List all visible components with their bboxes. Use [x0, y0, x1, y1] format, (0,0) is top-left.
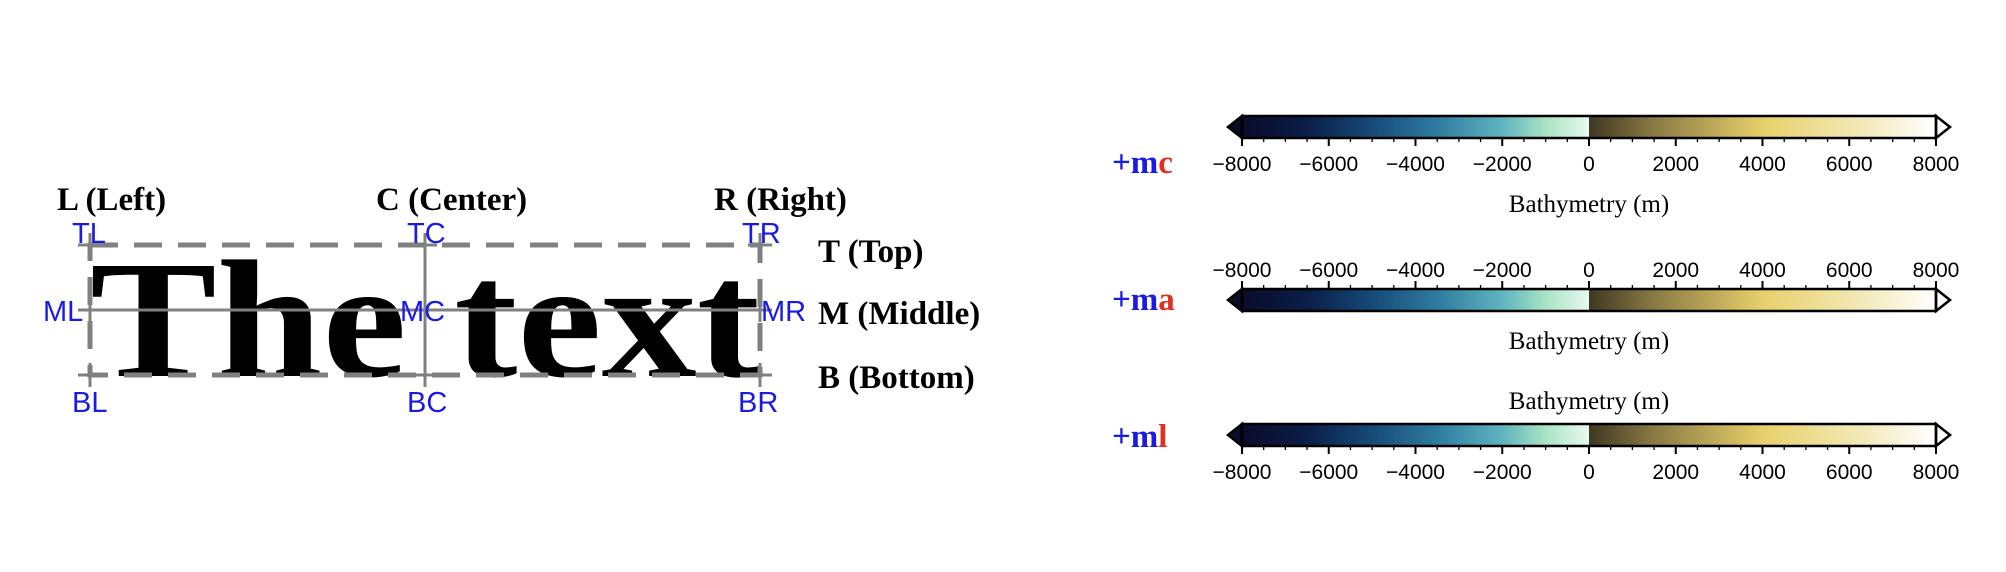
label-right: R (Right) — [714, 182, 847, 218]
colorbar-tick-label: −6000 — [1299, 461, 1358, 484]
colorbar-tick-label: −2000 — [1473, 153, 1532, 176]
colorbar-gradient — [1242, 424, 1936, 446]
colorbar-tick-label: −6000 — [1299, 153, 1358, 176]
colorbar-tick-label: 0 — [1583, 259, 1595, 282]
colorbar-tick-label: −8000 — [1213, 259, 1272, 282]
colorbar-gradient — [1242, 116, 1936, 138]
colorbar-ma: +ma −8000 −6000 −4000 −2000 0 2000 4000 6000 800… — [1112, 259, 1959, 355]
anchor-mc: MC — [400, 296, 445, 328]
colorbar-ma-bar: −8000 −6000 −4000 −2000 0 2000 4000 6000 8000 — [1213, 259, 1960, 314]
anchor-tc: TC — [407, 218, 446, 250]
anchor-crosses — [78, 233, 772, 387]
colorbar-ml-label: Bathymetry (m) — [1509, 388, 1669, 415]
anchor-panel: L (Left) C (Center) R (Right) The text T… — [43, 182, 980, 419]
colorbar-tick-label: 6000 — [1826, 461, 1873, 484]
colorbar-tick-label: 6000 — [1826, 259, 1873, 282]
colorbar-ma-label: Bathymetry (m) — [1509, 328, 1669, 355]
label-center: C (Center) — [376, 182, 527, 218]
colorbar-mc-bar: −8000 −6000 −4000 −2000 0 2000 4000 6000 8000 — [1213, 113, 1960, 176]
label-top: T (Top) — [818, 234, 923, 270]
colorbar-tick-label: 4000 — [1739, 461, 1786, 484]
colorbar-background-triangle — [1225, 113, 1244, 141]
anchor-br: BR — [738, 387, 778, 419]
anchor-tr: TR — [742, 218, 781, 250]
anchor-codes: TL TC TR ML MC MR BL BC BR — [43, 218, 806, 419]
colorbar-mc-label: Bathymetry (m) — [1509, 191, 1669, 218]
colorbar-tick-label: −2000 — [1473, 259, 1532, 282]
label-bottom: B (Bottom) — [818, 360, 975, 396]
anchor-mr: MR — [761, 296, 806, 328]
colorbar-tick-label: −6000 — [1299, 259, 1358, 282]
colorbar-foreground-triangle — [1934, 113, 1953, 141]
colorbar-background-triangle — [1225, 421, 1244, 449]
colorbar-tick-label: 2000 — [1652, 153, 1699, 176]
colorbar-ml: +ml Bathymetry (m) −8000 −6000 −4000 −2000 0… — [1112, 388, 1959, 484]
colorbar-tick-label: −4000 — [1386, 153, 1445, 176]
colorbar-tick-label: 2000 — [1652, 461, 1699, 484]
colorbar-ma-code: +ma — [1112, 282, 1175, 318]
anchor-tl: TL — [72, 218, 106, 250]
colorbar-mc-code: +mc — [1112, 145, 1173, 181]
colorbar-ml-bar: −8000 −6000 −4000 −2000 0 2000 4000 6000 8000 — [1213, 421, 1960, 484]
colorbar-tick-label: 8000 — [1913, 153, 1960, 176]
colorbar-mc: +mc −8000 −6000 −4000 −2000 0 2000 4000 6000 800… — [1112, 113, 1960, 218]
anchor-ml: ML — [43, 296, 83, 328]
colorbar-tick-label: 0 — [1583, 461, 1595, 484]
anchor-bl: BL — [72, 387, 107, 419]
anchor-bc: BC — [407, 387, 447, 419]
colorbar-tick-label: −4000 — [1386, 259, 1445, 282]
colorbar-gradient — [1242, 289, 1936, 311]
colorbar-foreground-triangle — [1934, 421, 1953, 449]
colorbar-tick-label: 6000 — [1826, 153, 1873, 176]
colorbar-ml-code: +ml — [1112, 419, 1167, 455]
colorbar-tick-label: 8000 — [1913, 461, 1960, 484]
colorbar-panel: +mc −8000 −6000 −4000 −2000 0 2000 4000 6000 800… — [1112, 113, 1960, 484]
colorbar-tick-label: 4000 — [1739, 153, 1786, 176]
label-left: L (Left) — [57, 182, 166, 218]
colorbar-tick-label: 8000 — [1913, 259, 1960, 282]
colorbar-tick-label: 0 — [1583, 153, 1595, 176]
label-middle: M (Middle) — [818, 296, 980, 332]
colorbar-tick-label: −4000 — [1386, 461, 1445, 484]
colorbar-tick-label: 4000 — [1739, 259, 1786, 282]
colorbar-tick-label: −2000 — [1473, 461, 1532, 484]
colorbar-background-triangle — [1225, 286, 1244, 314]
colorbar-tick-label: −8000 — [1213, 461, 1272, 484]
colorbar-tick-label: −8000 — [1213, 153, 1272, 176]
colorbar-foreground-triangle — [1934, 286, 1953, 314]
colorbar-tick-label: 2000 — [1652, 259, 1699, 282]
